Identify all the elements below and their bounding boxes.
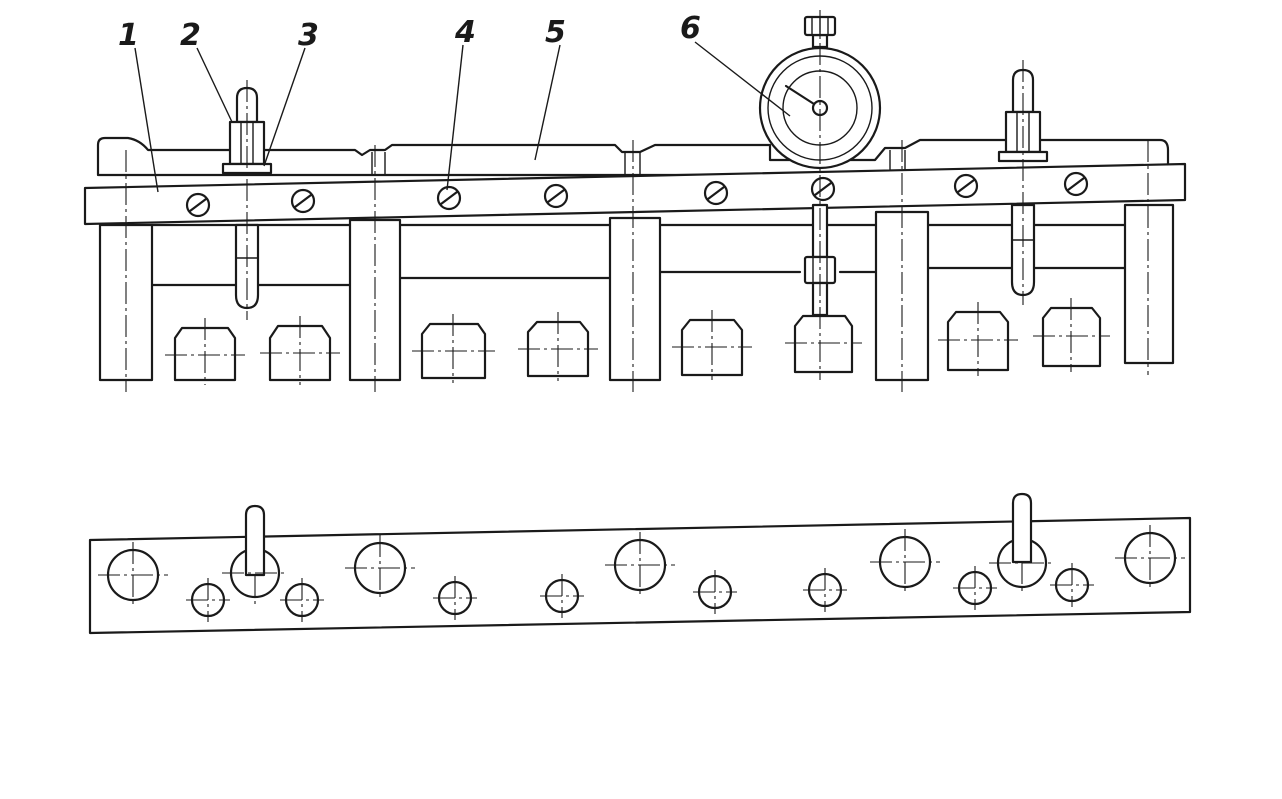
plan-view [88, 492, 1192, 635]
crossbar-plate [83, 162, 1187, 226]
slotted-screw-icon [543, 183, 569, 209]
leg [608, 216, 662, 382]
part-label-3: 3 [298, 18, 319, 53]
slotted-screw-icon [436, 185, 462, 211]
part-label-2: 2 [180, 18, 201, 53]
part-label-1: 1 [118, 18, 139, 53]
slotted-screw-icon [1063, 171, 1089, 197]
leader-line [694, 41, 791, 117]
center-lines [125, 10, 1149, 392]
hole-centerlines [98, 525, 1185, 622]
leg [1123, 203, 1175, 365]
leader-line [134, 47, 159, 193]
slotted-screw-icon [185, 192, 211, 218]
locating-pin [244, 504, 266, 577]
assembly-view: 1 2 3 4 5 6 [83, 10, 1187, 392]
leader-line [196, 47, 233, 123]
leader-lines [134, 41, 791, 193]
workpieces [173, 306, 1102, 382]
dial-indicator [758, 15, 882, 317]
part-labels: 1 2 3 4 5 6 [118, 11, 701, 53]
slotted-screw-icon [290, 188, 316, 214]
screws [185, 171, 1089, 218]
locating-pin [1011, 492, 1033, 564]
part-label-5: 5 [545, 15, 566, 50]
part-label-6: 6 [680, 11, 701, 46]
workpiece [793, 314, 854, 374]
part-label-4: 4 [454, 15, 476, 50]
leader-line [263, 47, 306, 167]
leader-line [534, 44, 561, 161]
slotted-screw-icon [810, 176, 836, 202]
slotted-screw-icon [703, 180, 729, 206]
leader-line [446, 44, 464, 191]
slotted-screw-icon [953, 173, 979, 199]
